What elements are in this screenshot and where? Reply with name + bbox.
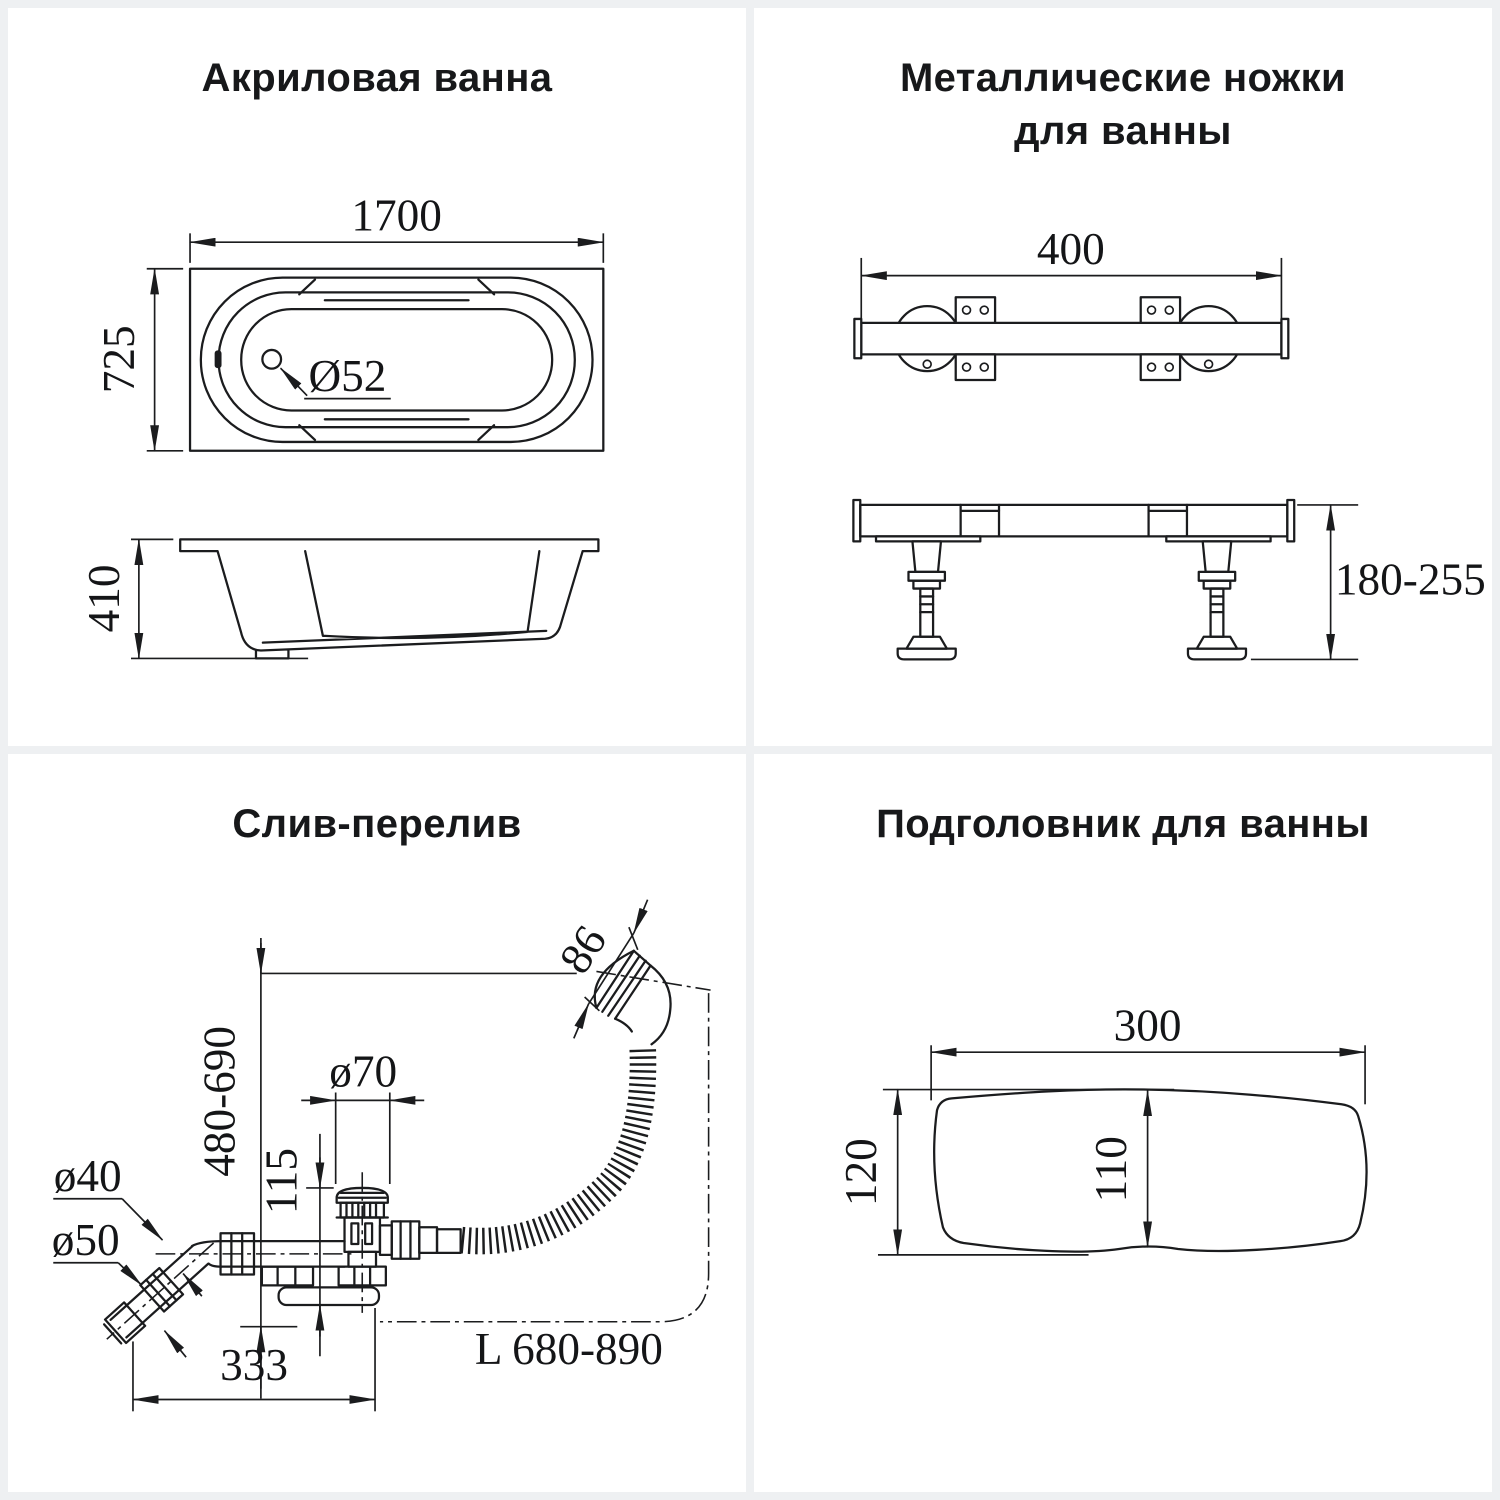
headrest-dimensions xyxy=(877,1045,1367,1256)
dim-cap-diameter: ø70 xyxy=(329,1047,397,1097)
bathtub-side-view xyxy=(179,538,600,660)
panel-legs: Металлические ножки для ванны xyxy=(754,8,1492,746)
dim-bathtub-length: 1700 xyxy=(351,190,441,240)
pipe-diameter-leaders xyxy=(53,1197,203,1358)
headrest-outline xyxy=(933,1088,1368,1253)
dim-headrest-width: 300 xyxy=(1114,1000,1182,1050)
dim-hose-length: L 680-890 xyxy=(475,1324,663,1374)
drain-assembly xyxy=(190,1186,462,1307)
body-height-dimension xyxy=(306,1133,334,1357)
legs-side-dimensions xyxy=(1250,503,1359,661)
legs-title: Металлические ножки для ванны xyxy=(754,52,1492,158)
outlet-pipe xyxy=(102,1242,215,1345)
corrugated-hose xyxy=(460,1046,657,1255)
height-range-dimension xyxy=(240,938,577,1399)
dim-pipe-40: ø40 xyxy=(54,1151,122,1201)
overflow-head xyxy=(593,949,672,1046)
dim-bathtub-height: 410 xyxy=(79,564,129,632)
dim-pipe-50: ø50 xyxy=(52,1215,120,1265)
mount-holes xyxy=(922,305,1214,372)
bathtub-side-dimensions xyxy=(131,538,309,660)
legs-title-line2: для ванны xyxy=(1014,109,1232,153)
dim-legs-height: 180-255 xyxy=(1335,554,1486,604)
legs-drawing: 400 xyxy=(852,224,1486,661)
dim-headrest-inner-height: 110 xyxy=(1086,1136,1136,1202)
bathtub-top-dimensions xyxy=(146,233,605,452)
panel-overflow: Слив-перелив xyxy=(8,754,746,1492)
dim-legs-length: 400 xyxy=(1037,224,1105,274)
headrest-title-text: Подголовник для ванны xyxy=(876,802,1370,846)
bathtub-title: Акриловая ванна xyxy=(8,52,746,105)
axis-lines xyxy=(155,970,711,1323)
dim-body-height: 115 xyxy=(256,1148,306,1214)
drain-hole xyxy=(261,348,283,370)
overflow-drawing: 86 480-690 ø70 xyxy=(52,899,711,1412)
legs-title-line1: Металлические ножки xyxy=(899,56,1347,100)
legs-top-view xyxy=(853,296,1290,382)
dim-headrest-height: 120 xyxy=(836,1138,886,1206)
head-size-dimension xyxy=(573,899,649,1039)
dim-bathtub-drain: Ø52 xyxy=(309,351,387,401)
dim-overflow-height: 480-690 xyxy=(194,1026,244,1177)
base-length-dimension xyxy=(131,1307,377,1412)
headrest-drawing: 300 120 110 xyxy=(836,1000,1368,1256)
overflow-mark xyxy=(214,350,222,369)
cap-diameter-dimension xyxy=(301,1092,425,1185)
dim-bathtub-width: 725 xyxy=(94,325,144,393)
legs-top-dimensions xyxy=(860,257,1283,319)
drain-leader xyxy=(279,367,391,400)
dim-base-length: 333 xyxy=(220,1340,288,1390)
bathtub-top-view xyxy=(188,267,605,452)
overflow-title: Слив-перелив xyxy=(8,798,746,851)
overflow-title-text: Слив-перелив xyxy=(232,802,522,846)
bathtub-drawing: 1700 725 Ø52 xyxy=(79,190,605,660)
panel-headrest: Подголовник для ванны 300 120 110 xyxy=(754,754,1492,1492)
headrest-title: Подголовник для ванны xyxy=(754,798,1492,851)
bathtub-title-text: Акриловая ванна xyxy=(201,56,553,100)
panel-bathtub: Акриловая ванна 1700 725 xyxy=(8,8,746,746)
legs-side-view xyxy=(852,498,1296,661)
